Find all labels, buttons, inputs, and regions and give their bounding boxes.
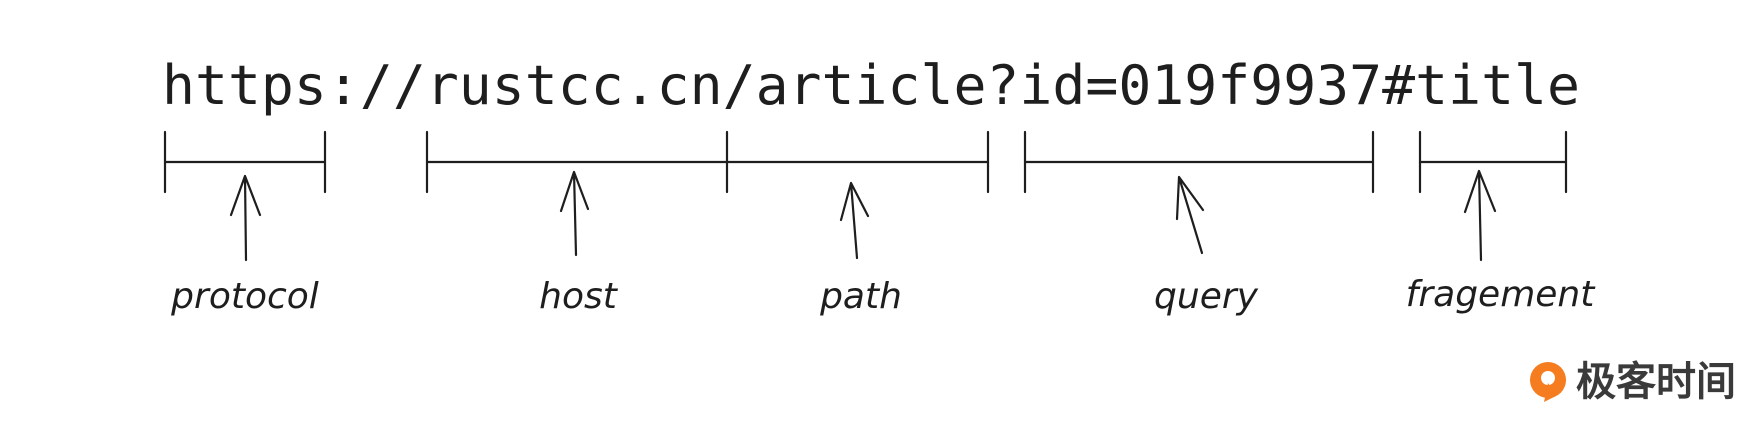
- protocol-label: protocol: [170, 276, 319, 317]
- fragement-label: fragement: [1406, 274, 1597, 315]
- host-arrow: [559, 170, 590, 257]
- query-arrow: [1175, 175, 1205, 255]
- brand-icon: [1530, 362, 1566, 402]
- segment-query: query: [1023, 130, 1375, 317]
- fragement-arrow: [1463, 169, 1497, 262]
- url-text: https://rustcc.cn/article?id=019f9937#ti…: [162, 54, 1580, 117]
- brand-logo: 极客时间: [1530, 359, 1736, 405]
- path-label: path: [819, 276, 902, 317]
- protocol-arrow: [229, 174, 262, 262]
- brand-name: 极客时间: [1576, 359, 1736, 405]
- path-arrow: [839, 181, 870, 260]
- segment-protocol: protocol: [163, 130, 327, 317]
- segment-host: host: [425, 130, 729, 317]
- query-label: query: [1154, 276, 1259, 317]
- segment-path: path: [725, 130, 990, 317]
- segment-fragement: fragement: [1406, 130, 1597, 315]
- host-label: host: [539, 276, 619, 317]
